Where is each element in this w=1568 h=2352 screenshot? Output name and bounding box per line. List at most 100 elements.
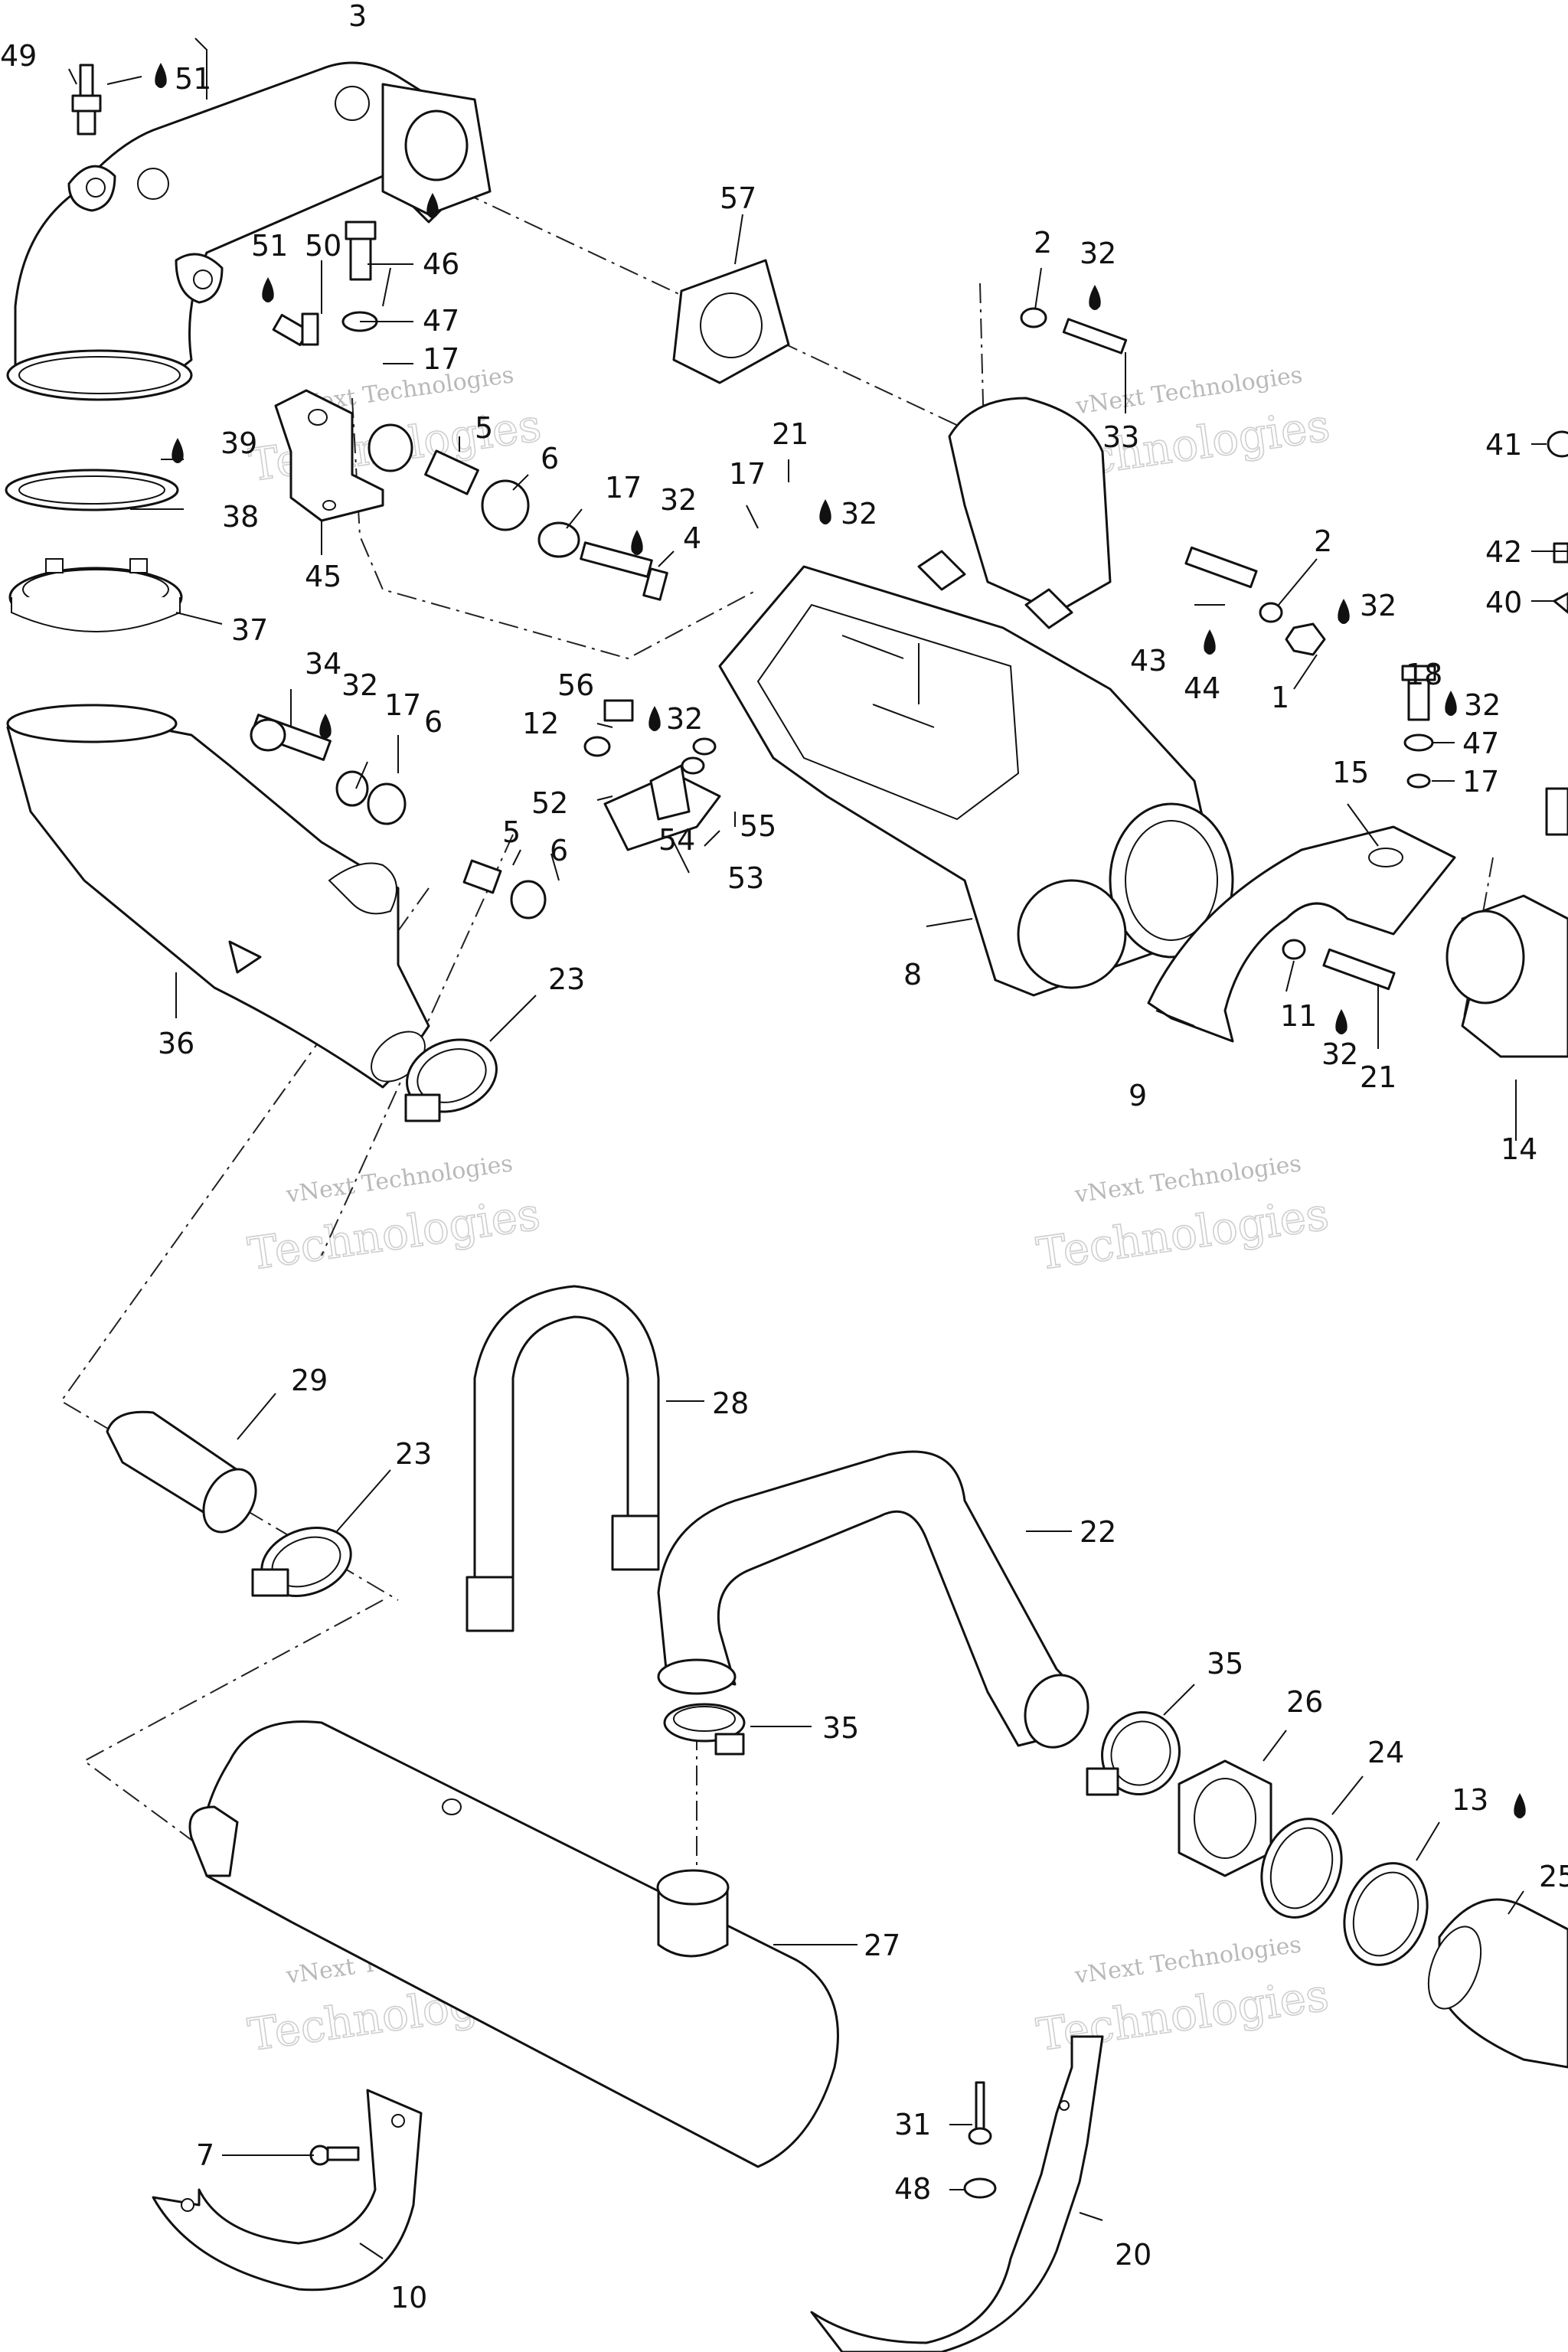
callout-37: 37 [231, 613, 268, 647]
callout-5: 5 [502, 815, 521, 849]
oil-drop-icon [1338, 599, 1350, 624]
engine-assembly [718, 397, 1234, 997]
support-strap [810, 2035, 1104, 2352]
callout-32: 32 [1360, 589, 1396, 622]
callout-41: 41 [1485, 428, 1522, 462]
callout-35: 35 [1207, 1647, 1243, 1681]
muffler-strap [466, 1285, 660, 1632]
callout-43: 43 [1130, 644, 1167, 678]
oil-drop-icon [631, 530, 643, 555]
strap-screw [309, 2145, 360, 2166]
oil-drop-icon [819, 499, 831, 524]
callout-23: 23 [395, 1437, 432, 1471]
callout-53: 53 [727, 861, 764, 895]
muffler [188, 1720, 839, 2168]
callout-51: 51 [175, 62, 211, 96]
callout-42: 42 [1485, 535, 1522, 569]
callout-52: 52 [531, 786, 568, 820]
callout-4: 4 [683, 521, 701, 555]
callout-44: 44 [1184, 671, 1220, 705]
callout-18: 18 [1406, 658, 1442, 691]
callout-17: 17 [423, 342, 459, 376]
washer [963, 2177, 997, 2199]
callout-29: 29 [291, 1364, 328, 1397]
callout-34: 34 [305, 647, 341, 681]
callout-13: 13 [1452, 1783, 1488, 1817]
callout-17: 17 [605, 471, 642, 505]
lower-strap [152, 2089, 423, 2292]
callout-50: 50 [305, 229, 341, 263]
callout-14: 14 [1501, 1132, 1537, 1166]
oil-drop-icons [155, 63, 1526, 1818]
callout-2: 2 [1314, 524, 1332, 558]
oil-drop-icon [155, 63, 167, 88]
gasket-ring [5, 469, 179, 511]
callout-11: 11 [1280, 999, 1317, 1033]
heat-shield [1147, 825, 1456, 1043]
callout-6: 6 [550, 834, 568, 867]
callout-20: 20 [1115, 2238, 1152, 2272]
oil-drop-icon [1204, 629, 1216, 655]
callout-12: 12 [522, 707, 559, 740]
oil-drop-icon [262, 277, 274, 302]
hardware-upper-left [272, 220, 378, 347]
oil-drop-icon [1514, 1793, 1526, 1818]
callout-56: 56 [557, 668, 594, 702]
callout-5: 5 [475, 411, 493, 445]
callout-45: 45 [305, 560, 341, 593]
callout-32: 32 [341, 668, 378, 702]
callout-32: 32 [1321, 1037, 1358, 1071]
callout-32: 32 [1080, 237, 1116, 270]
resonator-partial [1446, 894, 1568, 1058]
callout-6: 6 [424, 705, 443, 739]
callout-9: 9 [1129, 1079, 1147, 1112]
shield-fasteners [1282, 939, 1396, 991]
manifold-gasket [672, 259, 790, 384]
outlet-gasket [1260, 1818, 1343, 1919]
callout-6: 6 [541, 442, 559, 475]
tailpipe-section [6, 704, 430, 1089]
callout-33: 33 [1102, 420, 1139, 454]
callout-28: 28 [712, 1387, 749, 1420]
callout-3: 3 [348, 0, 367, 33]
callout-17: 17 [384, 688, 421, 722]
callout-49: 49 [0, 39, 37, 73]
callout-54: 54 [658, 823, 695, 857]
callout-48: 48 [894, 2172, 931, 2206]
callout-32: 32 [666, 702, 703, 736]
hose-clamp [1086, 1710, 1181, 1796]
rivet [968, 2081, 992, 2145]
outlet-gasket [1343, 1862, 1429, 1966]
callout-32: 32 [660, 483, 697, 517]
v-clamp [8, 558, 183, 632]
callout-17: 17 [1462, 765, 1499, 799]
hose-clamp [663, 1703, 746, 1756]
callout-21: 21 [772, 417, 808, 451]
leader-lines [68, 38, 1568, 2259]
hose-clamp [404, 1038, 498, 1122]
callout-15: 15 [1332, 756, 1369, 789]
oil-drop-icon [648, 706, 661, 731]
callout-10: 10 [390, 2281, 427, 2314]
exhaust-hose [657, 1450, 1089, 1749]
callout-1: 1 [1271, 681, 1289, 714]
rubber-mount [583, 699, 721, 851]
callout-57: 57 [720, 181, 756, 215]
callout-38: 38 [222, 500, 259, 534]
callout-25: 25 [1539, 1860, 1568, 1893]
oil-drop-icon [1445, 691, 1457, 716]
callout-7: 7 [196, 2138, 214, 2172]
oil-drop-icon [1335, 1009, 1348, 1034]
callout-47: 47 [423, 304, 459, 338]
callout-39: 39 [220, 426, 257, 460]
callout-55: 55 [740, 809, 776, 843]
callout-27: 27 [864, 1929, 900, 1962]
nipple-fitting [71, 64, 102, 136]
oil-drop-icon [172, 438, 184, 463]
callout-31: 31 [894, 2108, 931, 2141]
mounting-bracket [274, 389, 384, 522]
callout-21: 21 [1360, 1060, 1396, 1094]
callout-46: 46 [423, 247, 459, 281]
callout-2: 2 [1034, 226, 1052, 260]
